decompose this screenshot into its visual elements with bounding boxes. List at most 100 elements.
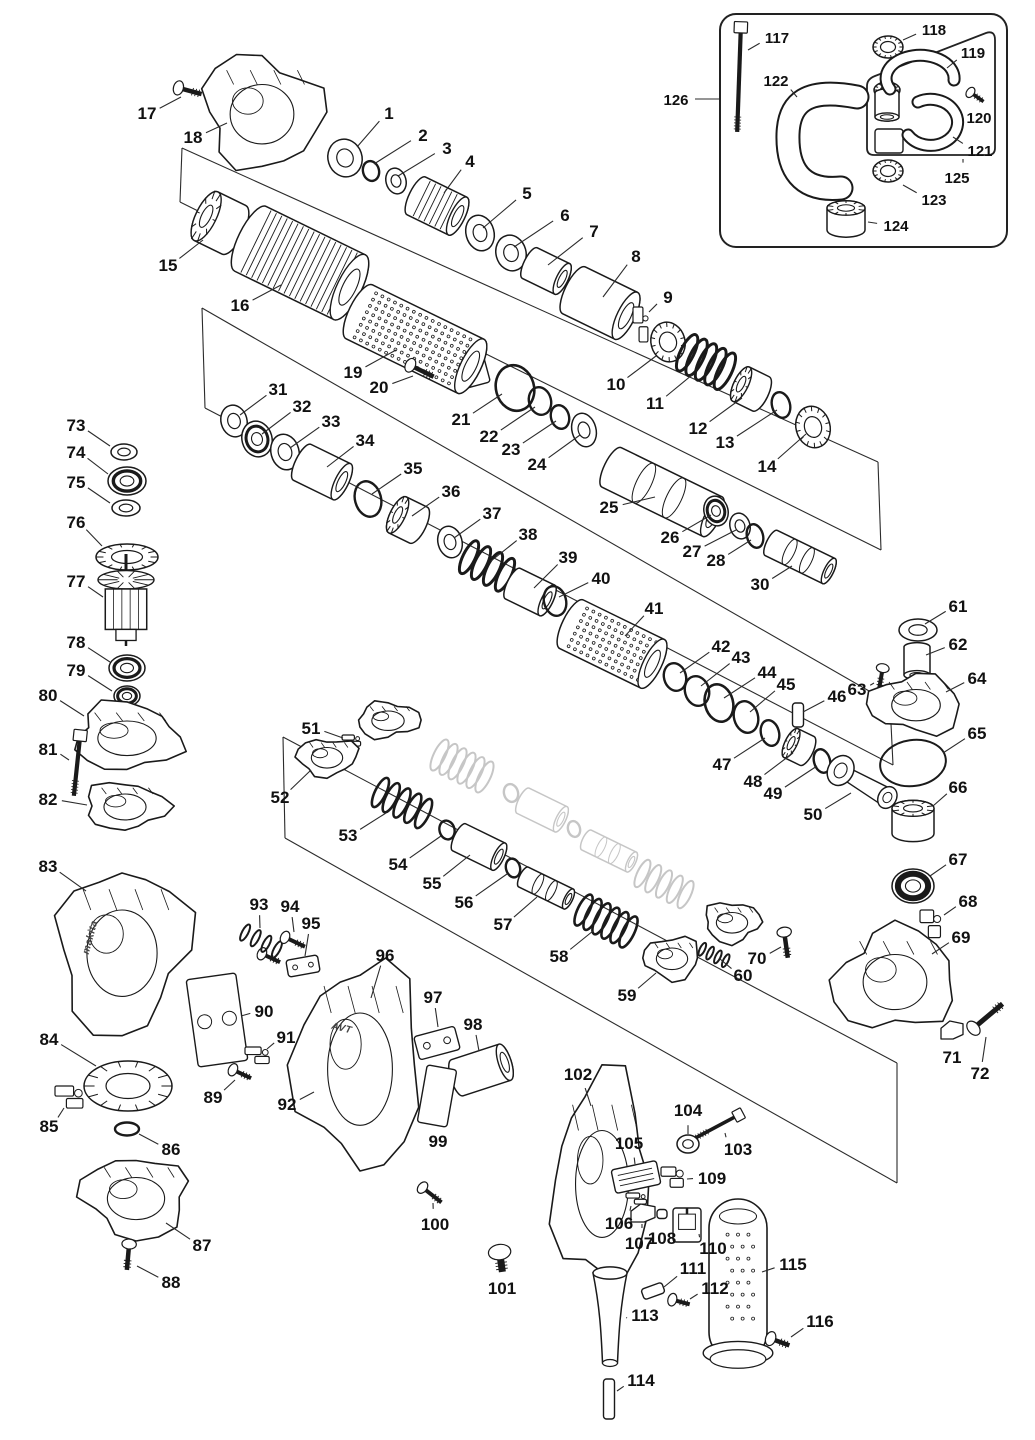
part-label-38: 38 — [519, 525, 538, 544]
part-114-drawing — [602, 1378, 616, 1420]
part-label-64: 64 — [968, 669, 987, 688]
part-label-21: 21 — [452, 410, 471, 429]
part-61-drawing — [898, 618, 938, 642]
extra-shape — [256, 947, 281, 965]
brand-decal: AVT — [329, 1020, 353, 1036]
part-label-88: 88 — [162, 1273, 181, 1292]
part-label-76: 76 — [67, 513, 86, 532]
part-label-18: 18 — [184, 128, 203, 147]
part-label-126: 126 — [663, 92, 688, 109]
part-106-drawing — [625, 1192, 648, 1205]
part-107-drawing — [630, 1203, 656, 1223]
part-26-drawing — [703, 495, 729, 527]
part-69-drawing — [828, 919, 954, 1029]
part-label-84: 84 — [40, 1030, 59, 1049]
part-label-112: 112 — [701, 1279, 728, 1298]
part-70-drawing — [776, 926, 792, 959]
part-10-drawing — [650, 321, 686, 363]
part-label-95: 95 — [302, 914, 321, 933]
part-124-drawing — [826, 200, 866, 238]
part-label-35: 35 — [404, 459, 423, 478]
part-label-39: 39 — [559, 548, 578, 567]
part-label-33: 33 — [322, 412, 341, 431]
part-label-9: 9 — [663, 288, 672, 307]
part-65-drawing — [879, 738, 947, 788]
part-14-drawing — [794, 405, 832, 449]
part-28-drawing — [745, 523, 765, 549]
part-label-22: 22 — [480, 427, 499, 446]
part-label-80: 80 — [39, 686, 58, 705]
part-121-drawing — [901, 92, 965, 152]
part-label-7: 7 — [589, 222, 598, 241]
part-91-drawing — [244, 1046, 270, 1065]
part-label-118: 118 — [922, 22, 946, 39]
part-label-96: 96 — [376, 946, 395, 965]
part-label-60: 60 — [734, 966, 753, 985]
part-label-44: 44 — [758, 663, 777, 682]
part-label-108: 108 — [648, 1229, 676, 1248]
part-77-drawing — [97, 554, 155, 646]
part-4-drawing — [404, 176, 470, 236]
part-16-drawing — [230, 205, 370, 321]
ghost-part — [566, 819, 582, 839]
part-label-6: 6 — [560, 206, 569, 225]
part-label-57: 57 — [494, 915, 513, 934]
part-68-drawing — [919, 909, 942, 939]
part-label-32: 32 — [293, 397, 312, 416]
part-label-125: 125 — [944, 170, 969, 187]
part-53-drawing — [370, 776, 434, 830]
part-label-120: 120 — [966, 110, 991, 127]
part-7-drawing — [519, 246, 573, 296]
part-81-drawing — [70, 728, 88, 797]
part-label-66: 66 — [949, 778, 968, 797]
part-39-drawing — [503, 567, 557, 617]
part-32-drawing — [241, 420, 273, 458]
part-label-53: 53 — [339, 826, 358, 845]
part-85-drawing — [54, 1085, 84, 1109]
part-label-100: 100 — [421, 1215, 449, 1234]
part-99-drawing — [416, 1064, 458, 1128]
part-30-drawing — [763, 529, 837, 585]
part-52-drawing — [294, 738, 360, 780]
part-42-drawing — [662, 661, 688, 693]
part-label-24: 24 — [528, 455, 547, 474]
part-label-10: 10 — [607, 375, 626, 394]
part-64-drawing — [865, 672, 960, 737]
part-label-113: 113 — [631, 1306, 658, 1325]
part-label-1: 1 — [384, 104, 393, 123]
part-label-93: 93 — [250, 895, 269, 914]
part-93-drawing — [239, 923, 283, 959]
part-112-drawing — [667, 1292, 691, 1307]
part-label-89: 89 — [204, 1088, 223, 1107]
part-label-13: 13 — [716, 433, 735, 452]
part-label-49: 49 — [764, 784, 783, 803]
part-label-11: 11 — [646, 394, 664, 413]
part-66-drawing — [891, 799, 935, 843]
part-label-68: 68 — [959, 892, 978, 911]
part-label-109: 109 — [698, 1169, 726, 1188]
part-label-17: 17 — [138, 104, 157, 123]
part-label-48: 48 — [744, 772, 763, 791]
part-55-drawing — [450, 822, 508, 872]
part-label-65: 65 — [968, 724, 987, 743]
part-label-52: 52 — [271, 788, 290, 807]
ghost-part — [429, 738, 495, 794]
part-37-drawing — [436, 525, 464, 559]
part-label-111: 111 — [680, 1259, 707, 1278]
part-90-drawing — [185, 972, 249, 1068]
part-label-15: 15 — [159, 256, 178, 275]
part-label-61: 61 — [949, 597, 968, 616]
part-9-drawing — [632, 306, 649, 343]
part-49-drawing — [812, 748, 832, 774]
part-label-41: 41 — [645, 599, 664, 618]
part-34-drawing — [290, 443, 354, 501]
part-123-drawing — [872, 159, 904, 183]
part-2-drawing — [361, 159, 381, 183]
part-78-drawing — [108, 654, 146, 682]
part-label-51: 51 — [302, 719, 321, 738]
part-label-50: 50 — [804, 805, 823, 824]
part-label-26: 26 — [661, 528, 680, 547]
inset-outer-frame — [719, 13, 1008, 248]
part-label-4: 4 — [465, 152, 475, 171]
